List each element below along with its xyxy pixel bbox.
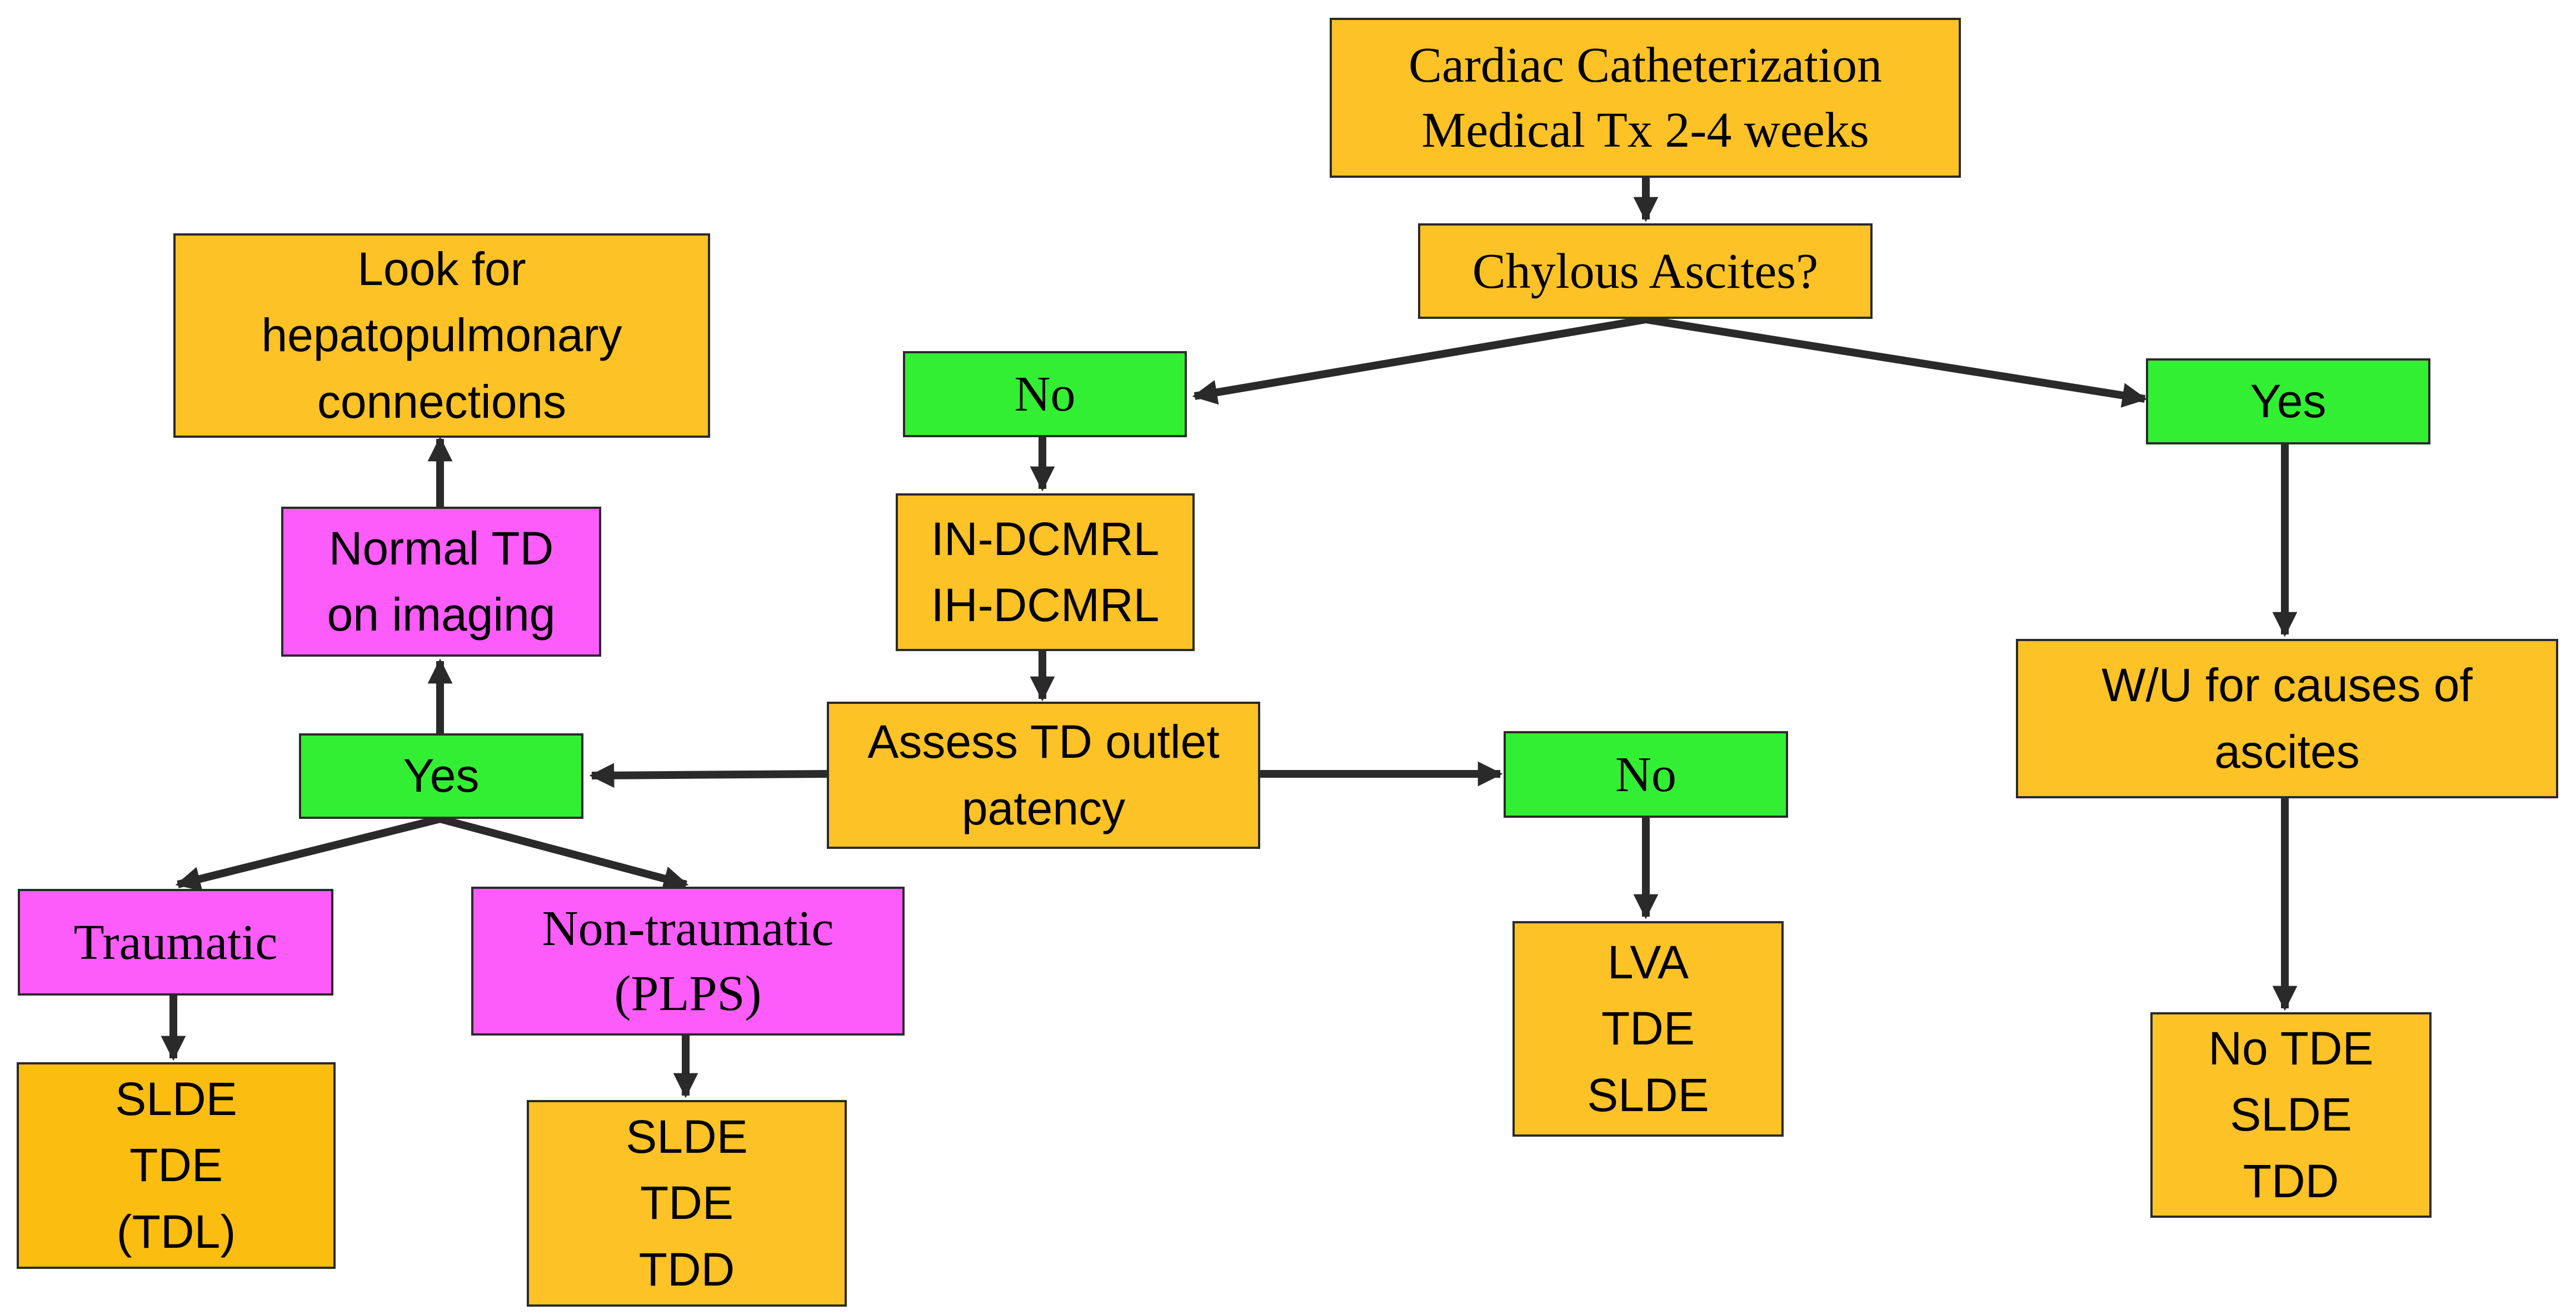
yes-right-label: Yes bbox=[2250, 374, 2327, 427]
no-tx-line-1: LVA bbox=[1607, 936, 1689, 989]
yes-tx-line-2: SLDE bbox=[2230, 1088, 2352, 1141]
look-for-line-1: Look for bbox=[357, 243, 526, 296]
traumatic-label: Traumatic bbox=[73, 914, 278, 970]
traumatic-tx-line-2: TDE bbox=[129, 1139, 223, 1192]
yes-box-left: Yes bbox=[299, 733, 583, 819]
yes-tx-line-3: TDD bbox=[2243, 1154, 2339, 1207]
traumatic-box: Traumatic bbox=[18, 889, 333, 996]
look-for-line-2: hepatopulmonary bbox=[261, 309, 622, 362]
arrow-yes-to-traumatic bbox=[175, 815, 441, 891]
nontraumatic-box: Non-traumatic (PLPS) bbox=[471, 887, 905, 1036]
dcmrl-line-2: IH-DCMRL bbox=[931, 579, 1160, 631]
nontraumatic-line-1: Non-traumatic bbox=[542, 901, 834, 956]
wu-line-1: W/U for causes of bbox=[2101, 659, 2473, 712]
arrow-chylous-to-yes bbox=[1645, 316, 2148, 408]
yes-tx-line-1: No TDE bbox=[2208, 1022, 2374, 1075]
nontraumatic-treatment-box: SLDE TDE TDD bbox=[527, 1100, 847, 1307]
nontraumatic-tx-line-1: SLDE bbox=[626, 1111, 748, 1163]
wu-causes-ascites-box: W/U for causes of ascites bbox=[2016, 639, 2558, 798]
no-box-mid: No bbox=[1504, 731, 1788, 818]
normal-td-line-1: Normal TD bbox=[328, 522, 554, 574]
chylous-yes-treatment-box: No TDE SLDE TDD bbox=[2150, 1012, 2432, 1218]
wu-line-2: ascites bbox=[2214, 725, 2360, 778]
yes-left-label: Yes bbox=[403, 749, 480, 802]
traumatic-tx-line-3: (TDL) bbox=[116, 1205, 236, 1258]
no-patency-treatment-box: LVA TDE SLDE bbox=[1512, 921, 1784, 1137]
nontraumatic-tx-line-3: TDD bbox=[638, 1243, 735, 1296]
chylous-ascites-box: Chylous Ascites? bbox=[1418, 223, 1873, 319]
normal-td-box: Normal TD on imaging bbox=[281, 507, 601, 657]
traumatic-treatment-box: SLDE TDE (TDL) bbox=[17, 1062, 336, 1269]
arrow-chylous-to-no bbox=[1192, 316, 1647, 405]
assess-line-1: Assess TD outlet bbox=[867, 716, 1220, 768]
dcmrl-line-1: IN-DCMRL bbox=[931, 512, 1160, 565]
arrow-yes-to-nontraumatic bbox=[439, 815, 689, 891]
cath-line-1: Cardiac Catheterization bbox=[1408, 38, 1883, 93]
look-for-connections-box: Look for hepatopulmonary connections bbox=[173, 233, 710, 438]
traumatic-tx-line-1: SLDE bbox=[115, 1073, 237, 1126]
look-for-line-3: connections bbox=[317, 375, 567, 428]
no-box-top: No bbox=[903, 351, 1187, 437]
no-mid-label: No bbox=[1615, 747, 1676, 802]
normal-td-line-2: on imaging bbox=[327, 588, 556, 641]
arrow-assess-to-yes bbox=[589, 763, 827, 788]
assess-td-outlet-box: Assess TD outlet patency bbox=[827, 702, 1260, 849]
cath-line-2: Medical Tx 2-4 weeks bbox=[1421, 103, 1869, 158]
dcmrl-box: IN-DCMRL IH-DCMRL bbox=[896, 493, 1195, 651]
cardiac-catheterization-box: Cardiac Catheterization Medical Tx 2-4 w… bbox=[1330, 18, 1961, 178]
no-top-label: No bbox=[1014, 367, 1076, 422]
yes-box-right: Yes bbox=[2146, 358, 2430, 444]
assess-line-2: patency bbox=[961, 782, 1126, 834]
no-tx-line-3: SLDE bbox=[1587, 1068, 1709, 1121]
nontraumatic-line-2: (PLPS) bbox=[614, 966, 762, 1021]
no-tx-line-2: TDE bbox=[1601, 1002, 1695, 1055]
nontraumatic-tx-line-2: TDE bbox=[640, 1177, 733, 1229]
chylous-line-1: Chylous Ascites? bbox=[1472, 243, 1819, 299]
